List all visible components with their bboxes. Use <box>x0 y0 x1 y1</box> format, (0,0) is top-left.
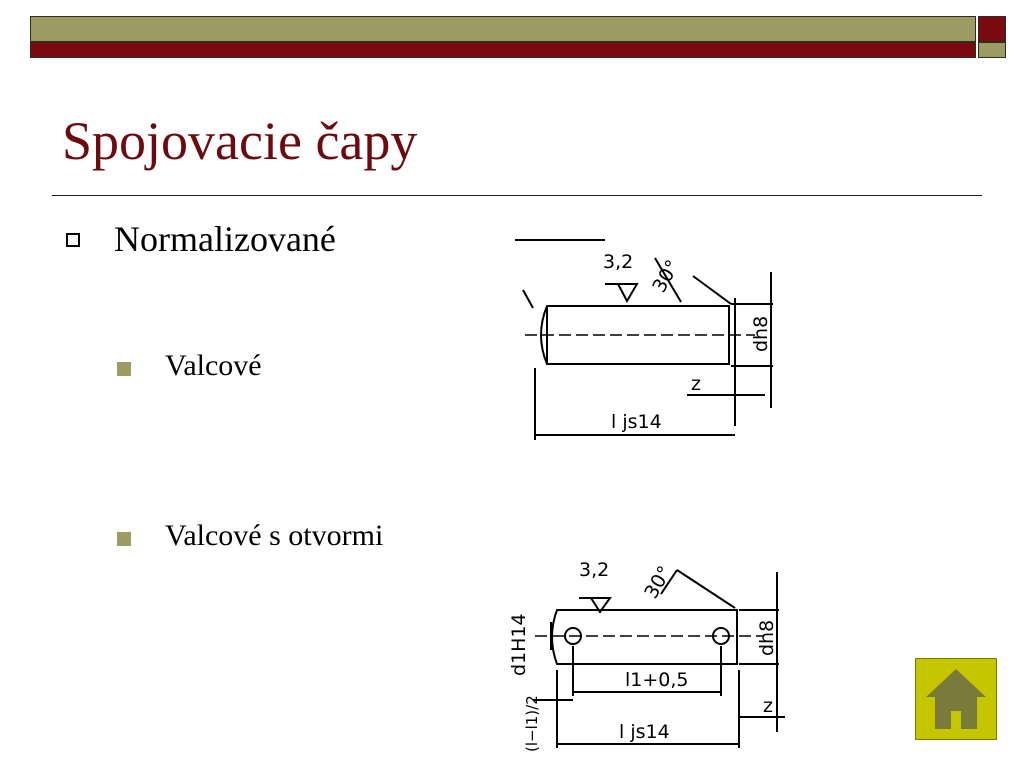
home-icon <box>926 669 986 729</box>
chamfer-label: z <box>691 373 701 395</box>
header-decoration-bar <box>30 16 1006 58</box>
edge-distance-label: (l−l1)/2 <box>523 695 541 752</box>
cylindrical-pin-drawing: 3,2 30° dh8 z l js14 <box>515 239 773 440</box>
bullet-valcove: Valcové <box>165 349 262 382</box>
length-label: l js14 <box>619 721 670 743</box>
hole-diameter-label: d1H14 <box>508 613 530 676</box>
diameter-label: dh8 <box>750 316 772 352</box>
bullet-square-filled-icon <box>117 362 131 376</box>
hole-distance-label: l1+0,5 <box>625 669 689 691</box>
diameter-label: dh8 <box>756 620 778 656</box>
bullet-normalizovane: Normalizované <box>114 219 336 259</box>
length-label: l js14 <box>611 411 662 433</box>
angle-label: 30° <box>648 256 684 296</box>
header-olive-square <box>978 42 1006 58</box>
angle-label: 30° <box>640 562 676 602</box>
home-button[interactable] <box>915 658 997 740</box>
header-olive-stripe <box>30 16 976 42</box>
header-red-square <box>978 16 1006 42</box>
bullet-valcove-s-otvormi: Valcové s otvormi <box>165 519 384 552</box>
bullet-square-filled-icon <box>117 532 131 546</box>
header-red-stripe <box>30 42 976 58</box>
roughness-label: 3,2 <box>603 251 633 273</box>
chamfer-label: z <box>763 695 773 717</box>
roughness-label: 3,2 <box>579 559 609 581</box>
bullet-square-outline-icon <box>66 233 80 247</box>
title-divider <box>52 195 982 196</box>
pin-with-holes-drawing: 3,2 30° dh8 d1H14 l1+0,5 z l js14 (l−l1)… <box>508 559 785 752</box>
slide-title: Spojovacie čapy <box>62 111 418 171</box>
